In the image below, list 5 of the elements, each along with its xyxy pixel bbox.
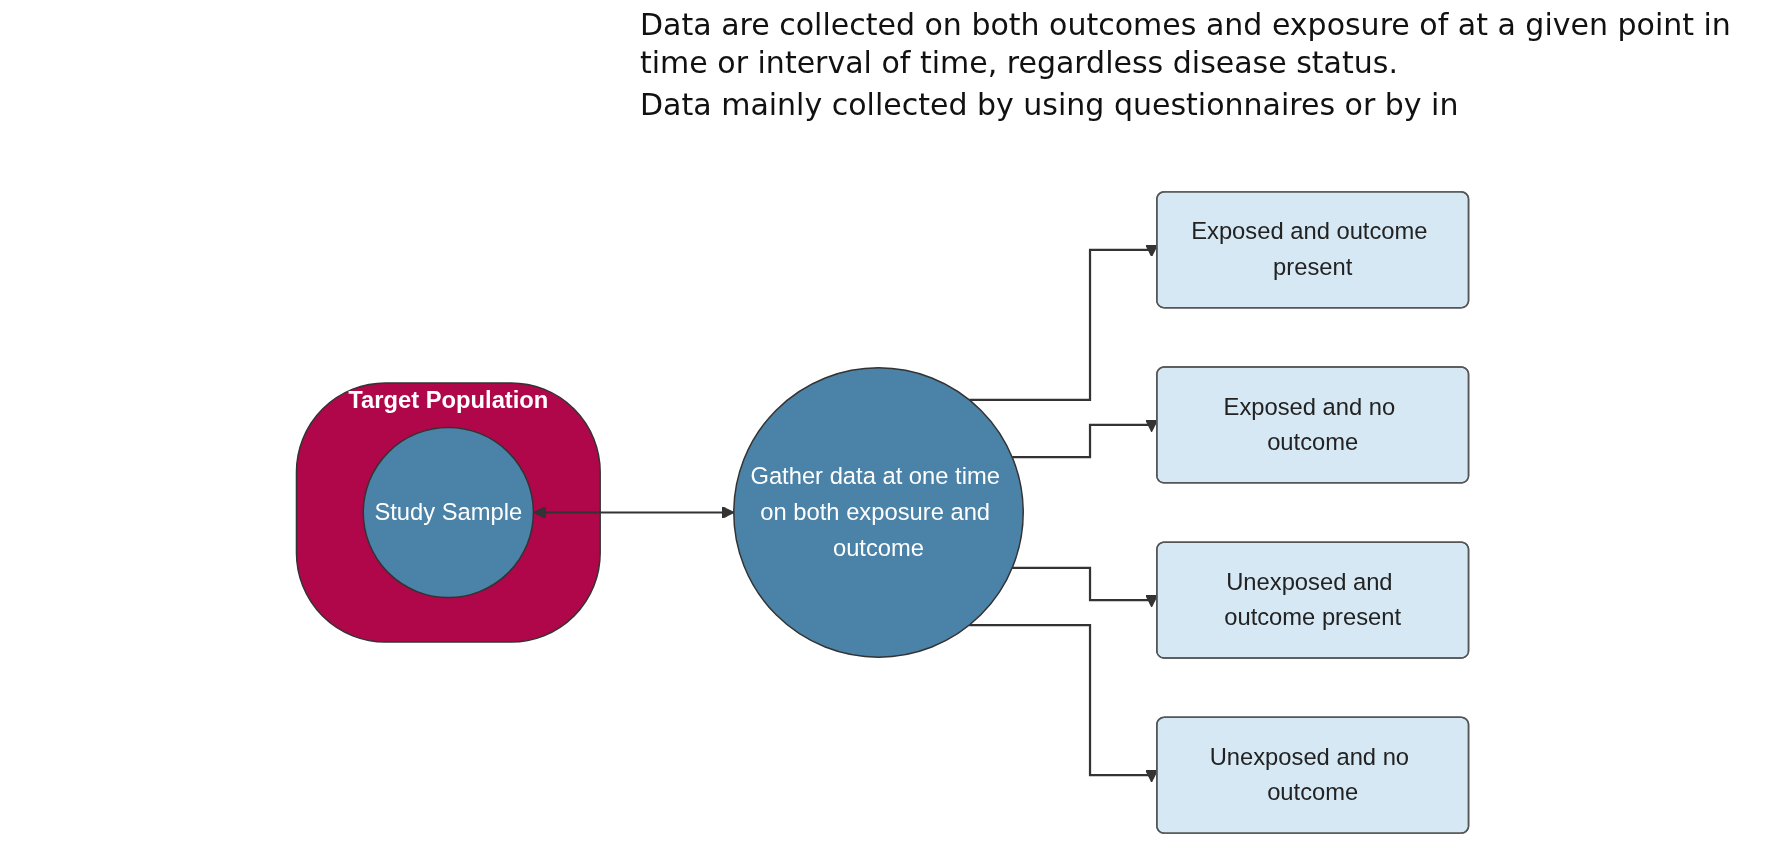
node-circle: Study Sample — [362, 426, 535, 599]
description-text: Data mainly collected by using questionnaires or by in — [640, 86, 1460, 124]
arrow — [533, 505, 735, 520]
description-text: Data are collected on both outcomes and exposure of at a given point in time or interval of time, regardless disease status. — [640, 6, 1732, 82]
node-circle: Gather data at one time on both exposure and outcome — [733, 367, 1024, 658]
